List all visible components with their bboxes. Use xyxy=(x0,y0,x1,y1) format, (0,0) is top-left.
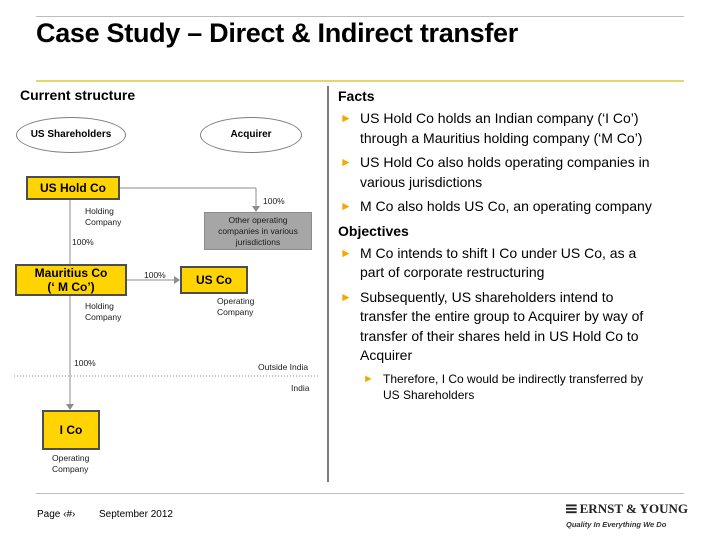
pct-mauritius-label: 100% xyxy=(72,237,94,247)
mauritius-co-note: Holding Company xyxy=(85,301,122,322)
india-label: India xyxy=(291,383,310,393)
footer-rule xyxy=(36,493,684,494)
facts-item: ►US Hold Co also holds operating compani… xyxy=(340,154,650,190)
us-co-node: US Co xyxy=(180,266,248,294)
bullet-arrow-icon: ► xyxy=(340,155,352,169)
mauritius-co-alias: (‘ M Co’) xyxy=(47,280,95,294)
objectives-sub-item: ►Therefore, I Co would be indirectly tra… xyxy=(363,371,644,402)
logo-tagline: Quality In Everything We Do xyxy=(566,520,667,529)
acquirer-node: Acquirer xyxy=(200,117,302,153)
footer-date: September 2012 xyxy=(99,509,173,520)
arrow-head-other xyxy=(252,206,260,212)
i-co-node: I Co xyxy=(42,410,100,450)
structure-connectors xyxy=(14,187,318,410)
us-shareholders-node: US Shareholders xyxy=(16,117,126,153)
page-number: Page ‹#› xyxy=(37,509,76,520)
bullet-arrow-icon: ► xyxy=(340,199,352,213)
bullet-arrow-icon: ► xyxy=(340,289,352,304)
us-hold-co-note: Holding Company xyxy=(85,206,122,227)
logo-mark-icon xyxy=(566,504,577,514)
mauritius-co-node: Mauritius Co (‘ M Co’) xyxy=(15,264,127,296)
arrow-head-ico xyxy=(66,404,74,410)
pct-other-label: 100% xyxy=(263,196,285,206)
bullet-arrow-icon: ► xyxy=(340,111,352,125)
current-structure-heading: Current structure xyxy=(20,87,136,103)
objectives-item: ►Subsequently, US shareholders intend to… xyxy=(340,288,644,364)
mauritius-co-name: Mauritius Co xyxy=(34,266,108,280)
us-co-note: Operating Company xyxy=(217,296,255,317)
i-co-note: Operating Company xyxy=(52,453,90,474)
facts-objectives-panel: Facts ►US Hold Co holds an Indian compan… xyxy=(338,87,658,407)
column-divider xyxy=(327,86,329,482)
page-title: Case Study – Direct & Indirect transfer xyxy=(36,18,518,48)
pct-usco-label: 100% xyxy=(144,270,166,280)
bullet-arrow-icon: ► xyxy=(340,245,352,260)
objectives-heading: Objectives xyxy=(338,222,409,239)
logo-name: ERNST & YOUNG xyxy=(579,501,688,516)
facts-heading: Facts xyxy=(338,88,375,104)
ernst-young-logo: ERNST & YOUNG Quality In Everything We D… xyxy=(566,501,688,529)
title-underline xyxy=(36,80,684,82)
pct-ico-label: 100% xyxy=(74,358,96,368)
outside-india-label: Outside India xyxy=(258,362,309,372)
arrow-head-usco xyxy=(174,276,180,284)
facts-item: ►M Co also holds US Co, an operating com… xyxy=(338,197,658,217)
bullet-arrow-icon: ► xyxy=(363,372,374,385)
objectives-item: ►M Co intends to shift I Co under US Co,… xyxy=(340,244,637,281)
us-hold-co-node: US Hold Co xyxy=(26,176,120,200)
facts-item: ►US Hold Co holds an Indian company (‘I … xyxy=(340,110,643,146)
other-companies-node: Other operating companies in various jur… xyxy=(204,212,312,250)
top-rule xyxy=(36,16,684,17)
